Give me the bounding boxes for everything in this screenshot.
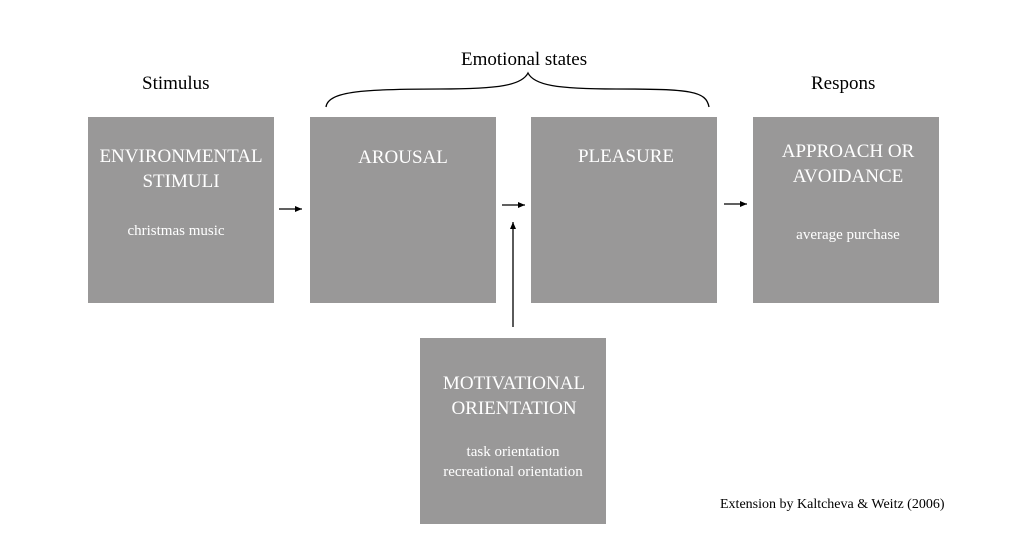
approach-avoidance-box: APPROACH OR AVOIDANCE average purchase [753, 117, 939, 303]
environmental-stimuli-box: ENVIRONMENTAL STIMULI christmas music [88, 117, 274, 303]
pleasure-title: PLEASURE [577, 146, 675, 167]
arousal-title: AROUSAL [358, 147, 448, 168]
emotional-states-heading: Emotional states [461, 49, 588, 70]
response-heading: Respons [811, 73, 876, 94]
approach-avoidance-title: APPROACH OR AVOIDANCE [781, 141, 915, 187]
pleasure-box: PLEASURE [531, 117, 717, 303]
stimulus-heading: Stimulus [142, 73, 210, 94]
environmental-stimuli-title: ENVIRONMENTAL STIMULI [99, 146, 263, 192]
motivational-orientation-box: MOTIVATIONAL ORIENTATION task orientatio… [420, 338, 606, 524]
motivational-orientation-title: MOTIVATIONAL ORIENTATION [442, 373, 586, 419]
source-credit: Extension by Kaltcheva & Weitz (2006) [720, 497, 945, 512]
approach-avoidance-example: average purchase [796, 227, 900, 243]
environmental-stimuli-example: christmas music [127, 223, 225, 239]
motivational-orientation-examples: task orientation recreational orientatio… [443, 444, 583, 480]
arousal-box: AROUSAL [310, 117, 496, 303]
emotional-states-brace [325, 71, 710, 108]
